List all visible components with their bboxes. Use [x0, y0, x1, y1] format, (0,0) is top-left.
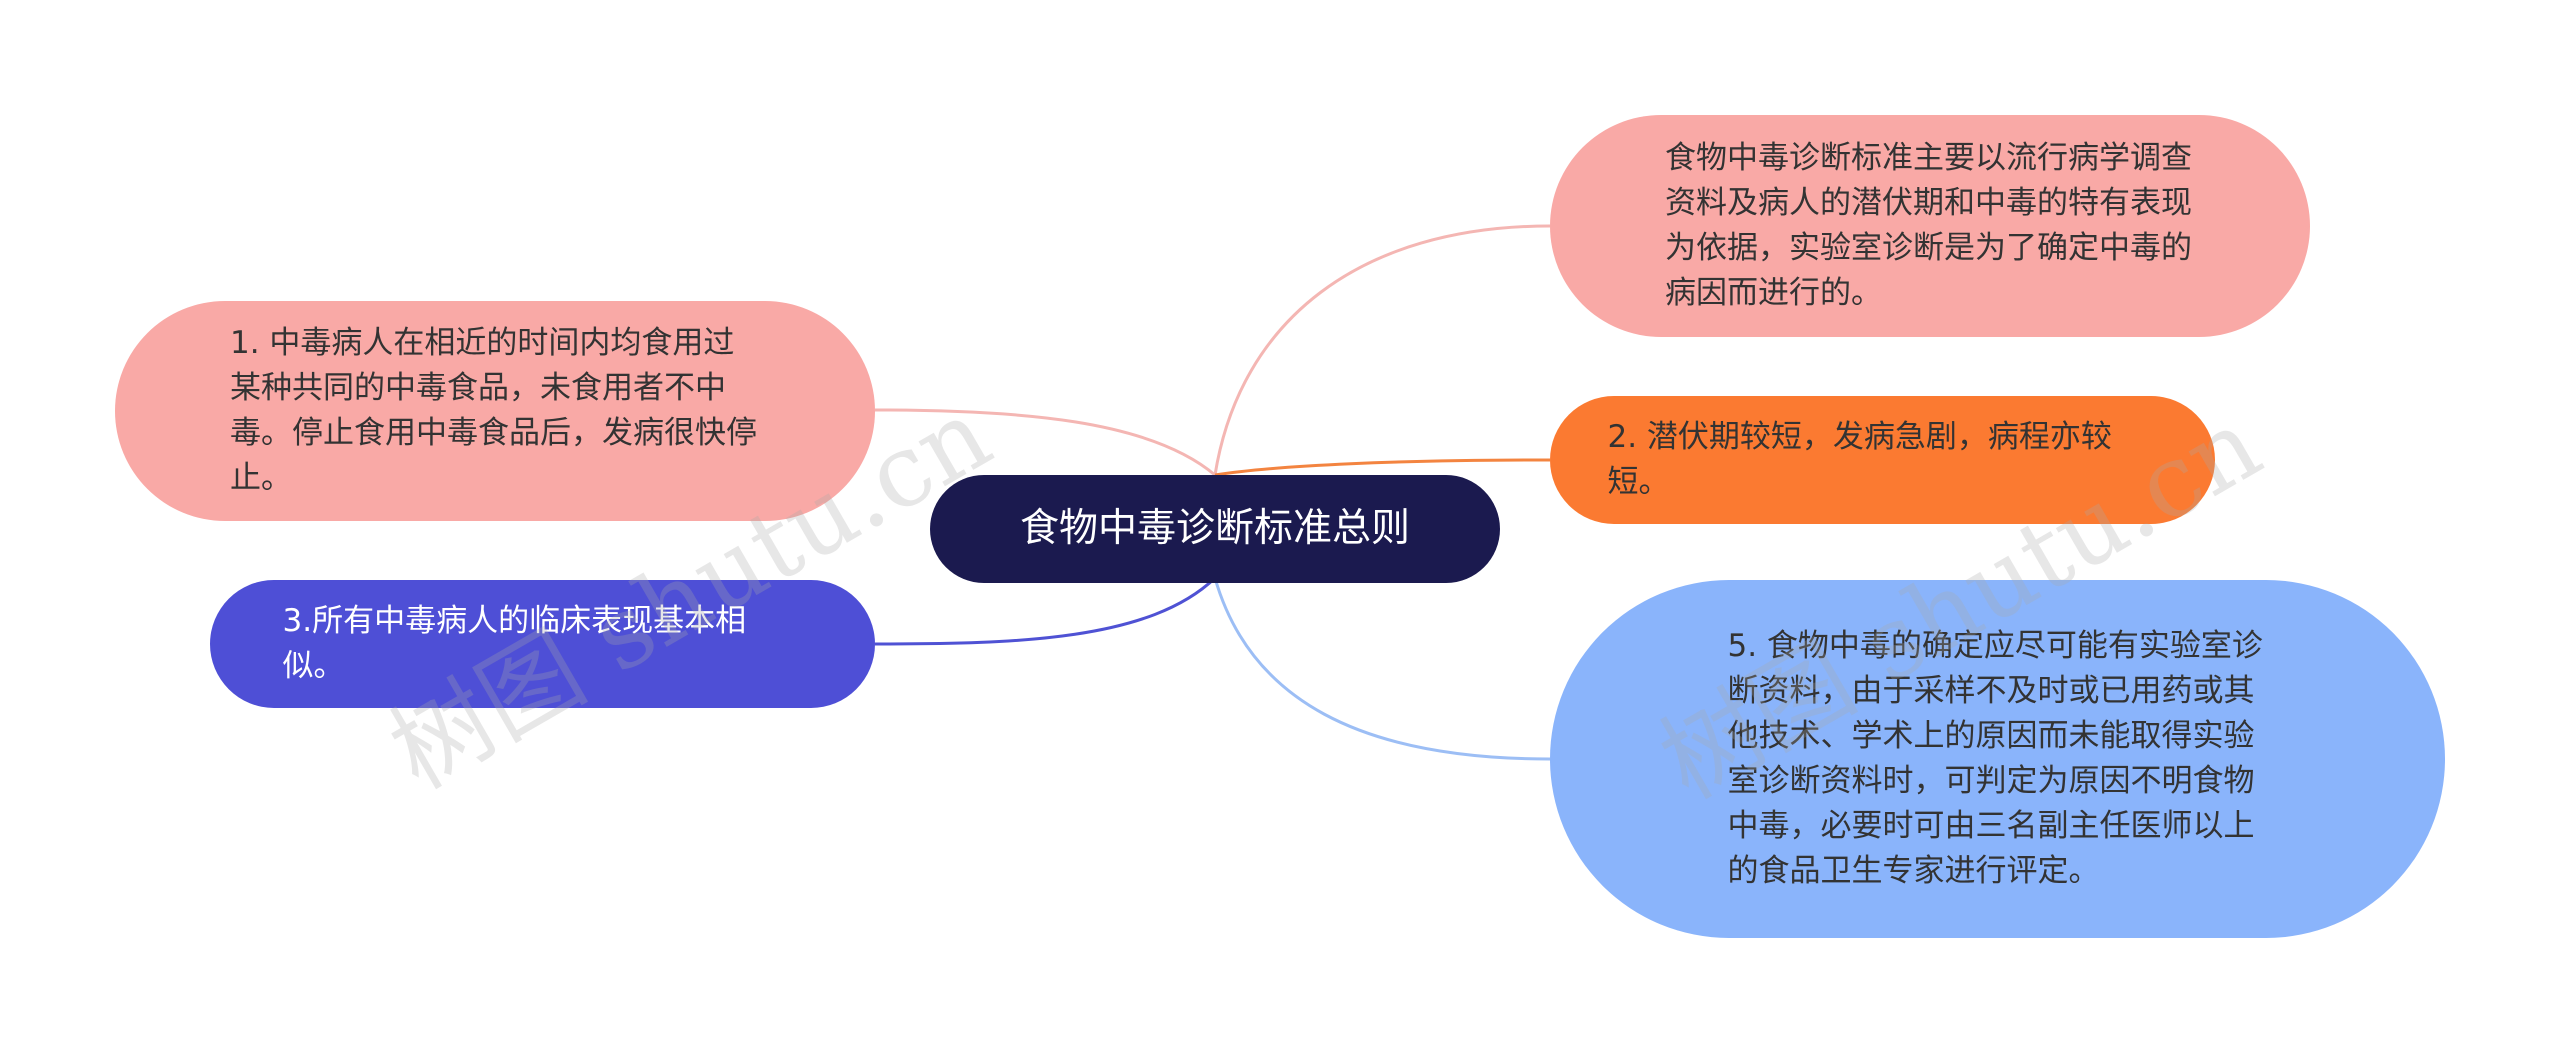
root-topic-label: 食物中毒诊断标准总则 [1019, 506, 1410, 551]
link-root-left1 [874, 408, 1216, 477]
link-root-left2 [874, 576, 1217, 646]
topic-node-right1[interactable]: 食物中毒诊断标准主要以流行病学调查资料及病人的潜伏期和中毒的特有表现为依据，实验… [1550, 115, 2310, 337]
topic-node-left1-text: 1. 中毒病人在相近的时间内均食用过某种共同的中毒食品，未食用者不中毒。停止食用… [230, 325, 757, 496]
topic-node-left2[interactable]: 3.所有中毒病人的临床表现基本相似。 [210, 580, 875, 708]
link-root-right1 [1213, 224, 1551, 476]
link-root-right3 [1213, 577, 1551, 761]
topic-node-right3[interactable]: 5. 食物中毒的确定应尽可能有实验室诊断资料，由于采样不及时或已用药或其他技术、… [1550, 580, 2445, 938]
topic-node-right2-text: 2. 潜伏期较短，发病急剧，病程亦较短。 [1607, 419, 2112, 500]
topic-node-left2-text: 3.所有中毒病人的临床表现基本相似。 [282, 603, 747, 684]
root-topic[interactable]: 食物中毒诊断标准总则 [930, 475, 1500, 583]
topic-node-right1-text: 食物中毒诊断标准主要以流行病学调查资料及病人的潜伏期和中毒的特有表现为依据，实验… [1665, 140, 2192, 311]
topic-node-right3-text: 5. 食物中毒的确定应尽可能有实验室诊断资料，由于采样不及时或已用药或其他技术、… [1727, 628, 2263, 889]
topic-node-right2[interactable]: 2. 潜伏期较短，发病急剧，病程亦较短。 [1550, 396, 2215, 524]
link-root-right2 [1214, 458, 1551, 477]
topic-node-left1[interactable]: 1. 中毒病人在相近的时间内均食用过某种共同的中毒食品，未食用者不中毒。停止食用… [115, 301, 875, 521]
